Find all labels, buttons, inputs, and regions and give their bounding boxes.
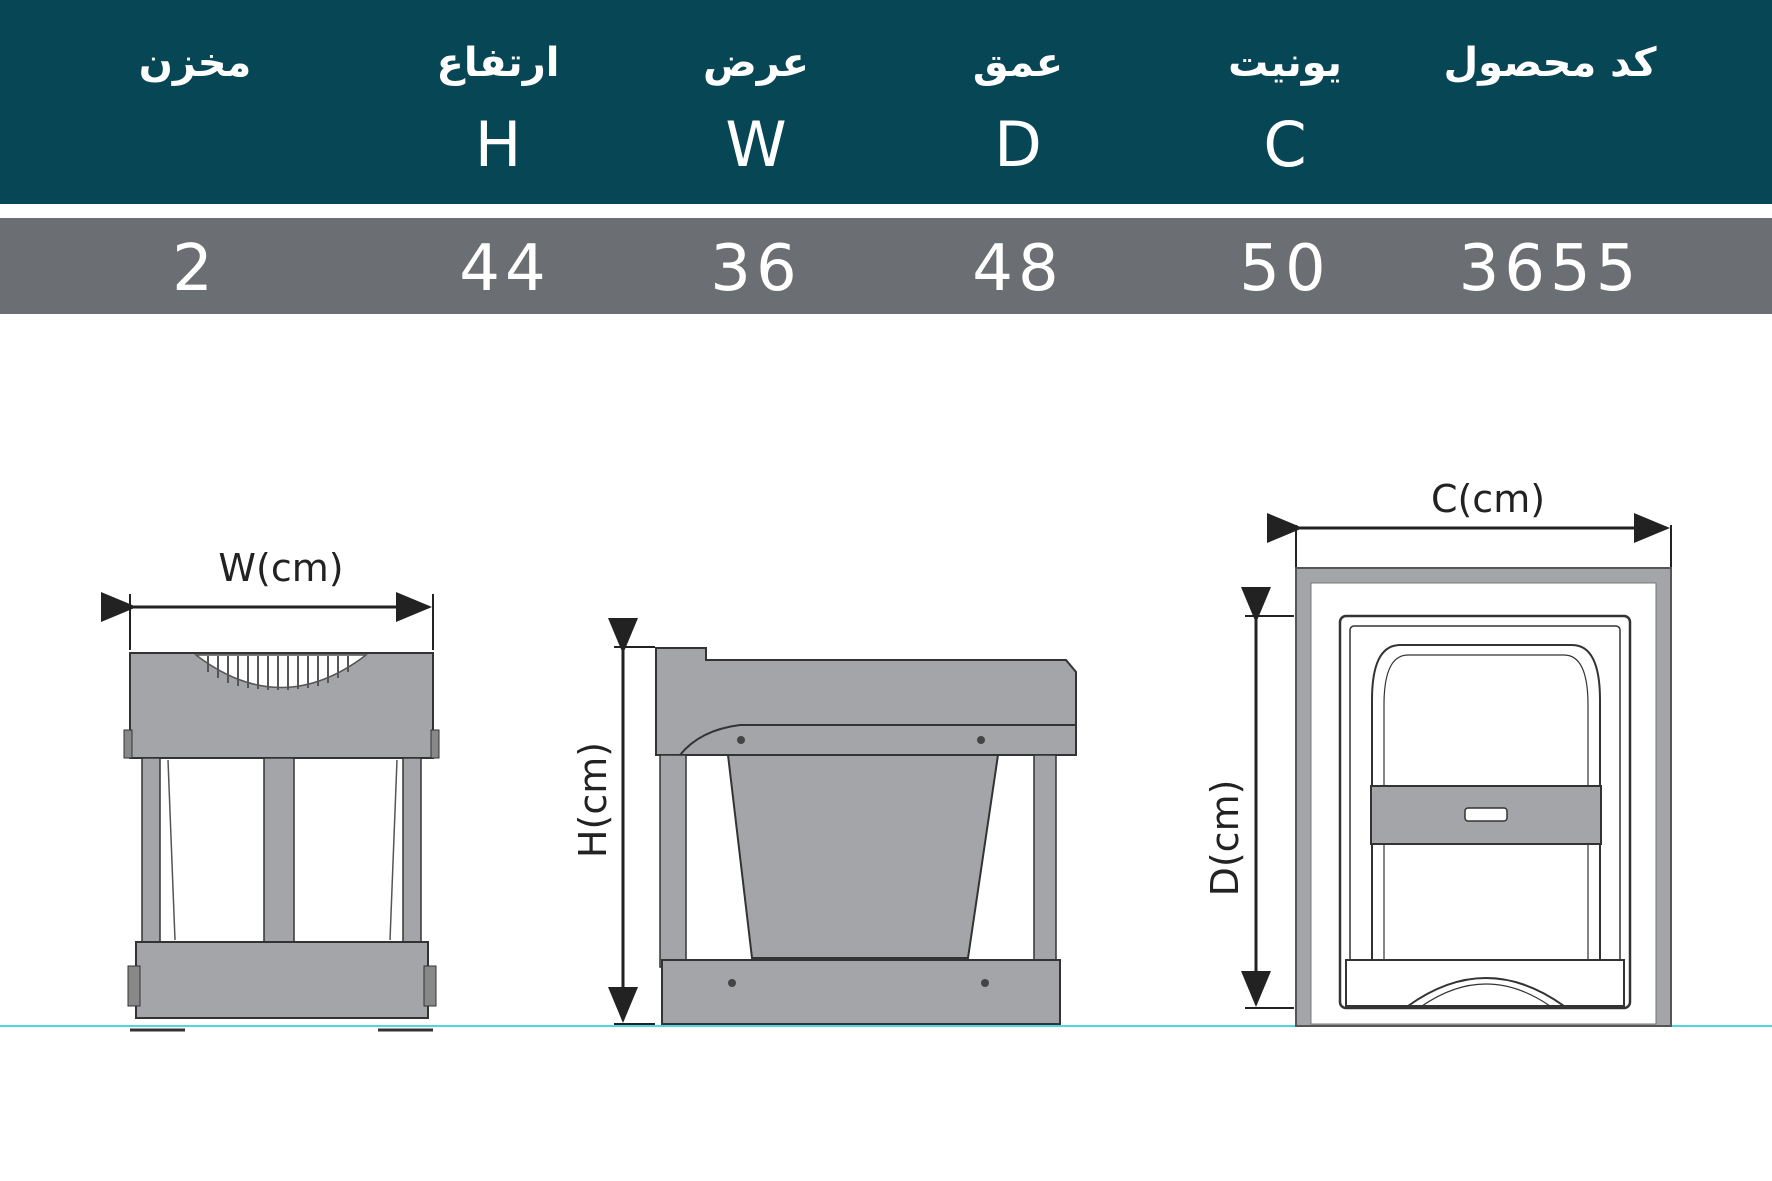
symbol-d: D (994, 108, 1042, 181)
label-height: ارتفاع (436, 40, 560, 86)
value-depth: 48 (972, 232, 1064, 306)
value-bins: 2 (172, 232, 218, 306)
label-width: عرض (702, 40, 809, 86)
value-product-code: 3655 (1458, 232, 1642, 306)
value-unit: 50 (1239, 232, 1331, 306)
label-product-code: کد محصول (1443, 40, 1657, 86)
brand-logo-plate (1464, 807, 1508, 822)
label-depth: عمق (972, 40, 1064, 86)
width-dimension-label: W(cm) (218, 546, 343, 590)
symbol-h: H (474, 108, 522, 181)
unit-width-dimension-label: C(cm) (1431, 477, 1545, 521)
front-view: W(cm) (101, 546, 440, 1032)
side-view: H(cm) (571, 618, 1077, 1025)
spec-table-header: کد محصول یونیت C عمق D عرض W ارتفاع H مخ… (0, 0, 1772, 204)
symbol-w: W (725, 108, 787, 181)
height-dimension-label: H(cm) (571, 742, 615, 858)
symbol-c: C (1263, 108, 1307, 181)
value-height: 44 (459, 232, 551, 306)
value-width: 36 (710, 232, 802, 306)
label-bins: مخزن (138, 40, 252, 86)
depth-dimension-label: D(cm) (1203, 780, 1247, 897)
label-unit: یونیت (1228, 40, 1342, 86)
top-view: C(cm) D(cm) (1203, 477, 1672, 1027)
spec-table-values: 3655 50 48 36 44 2 (0, 218, 1772, 314)
